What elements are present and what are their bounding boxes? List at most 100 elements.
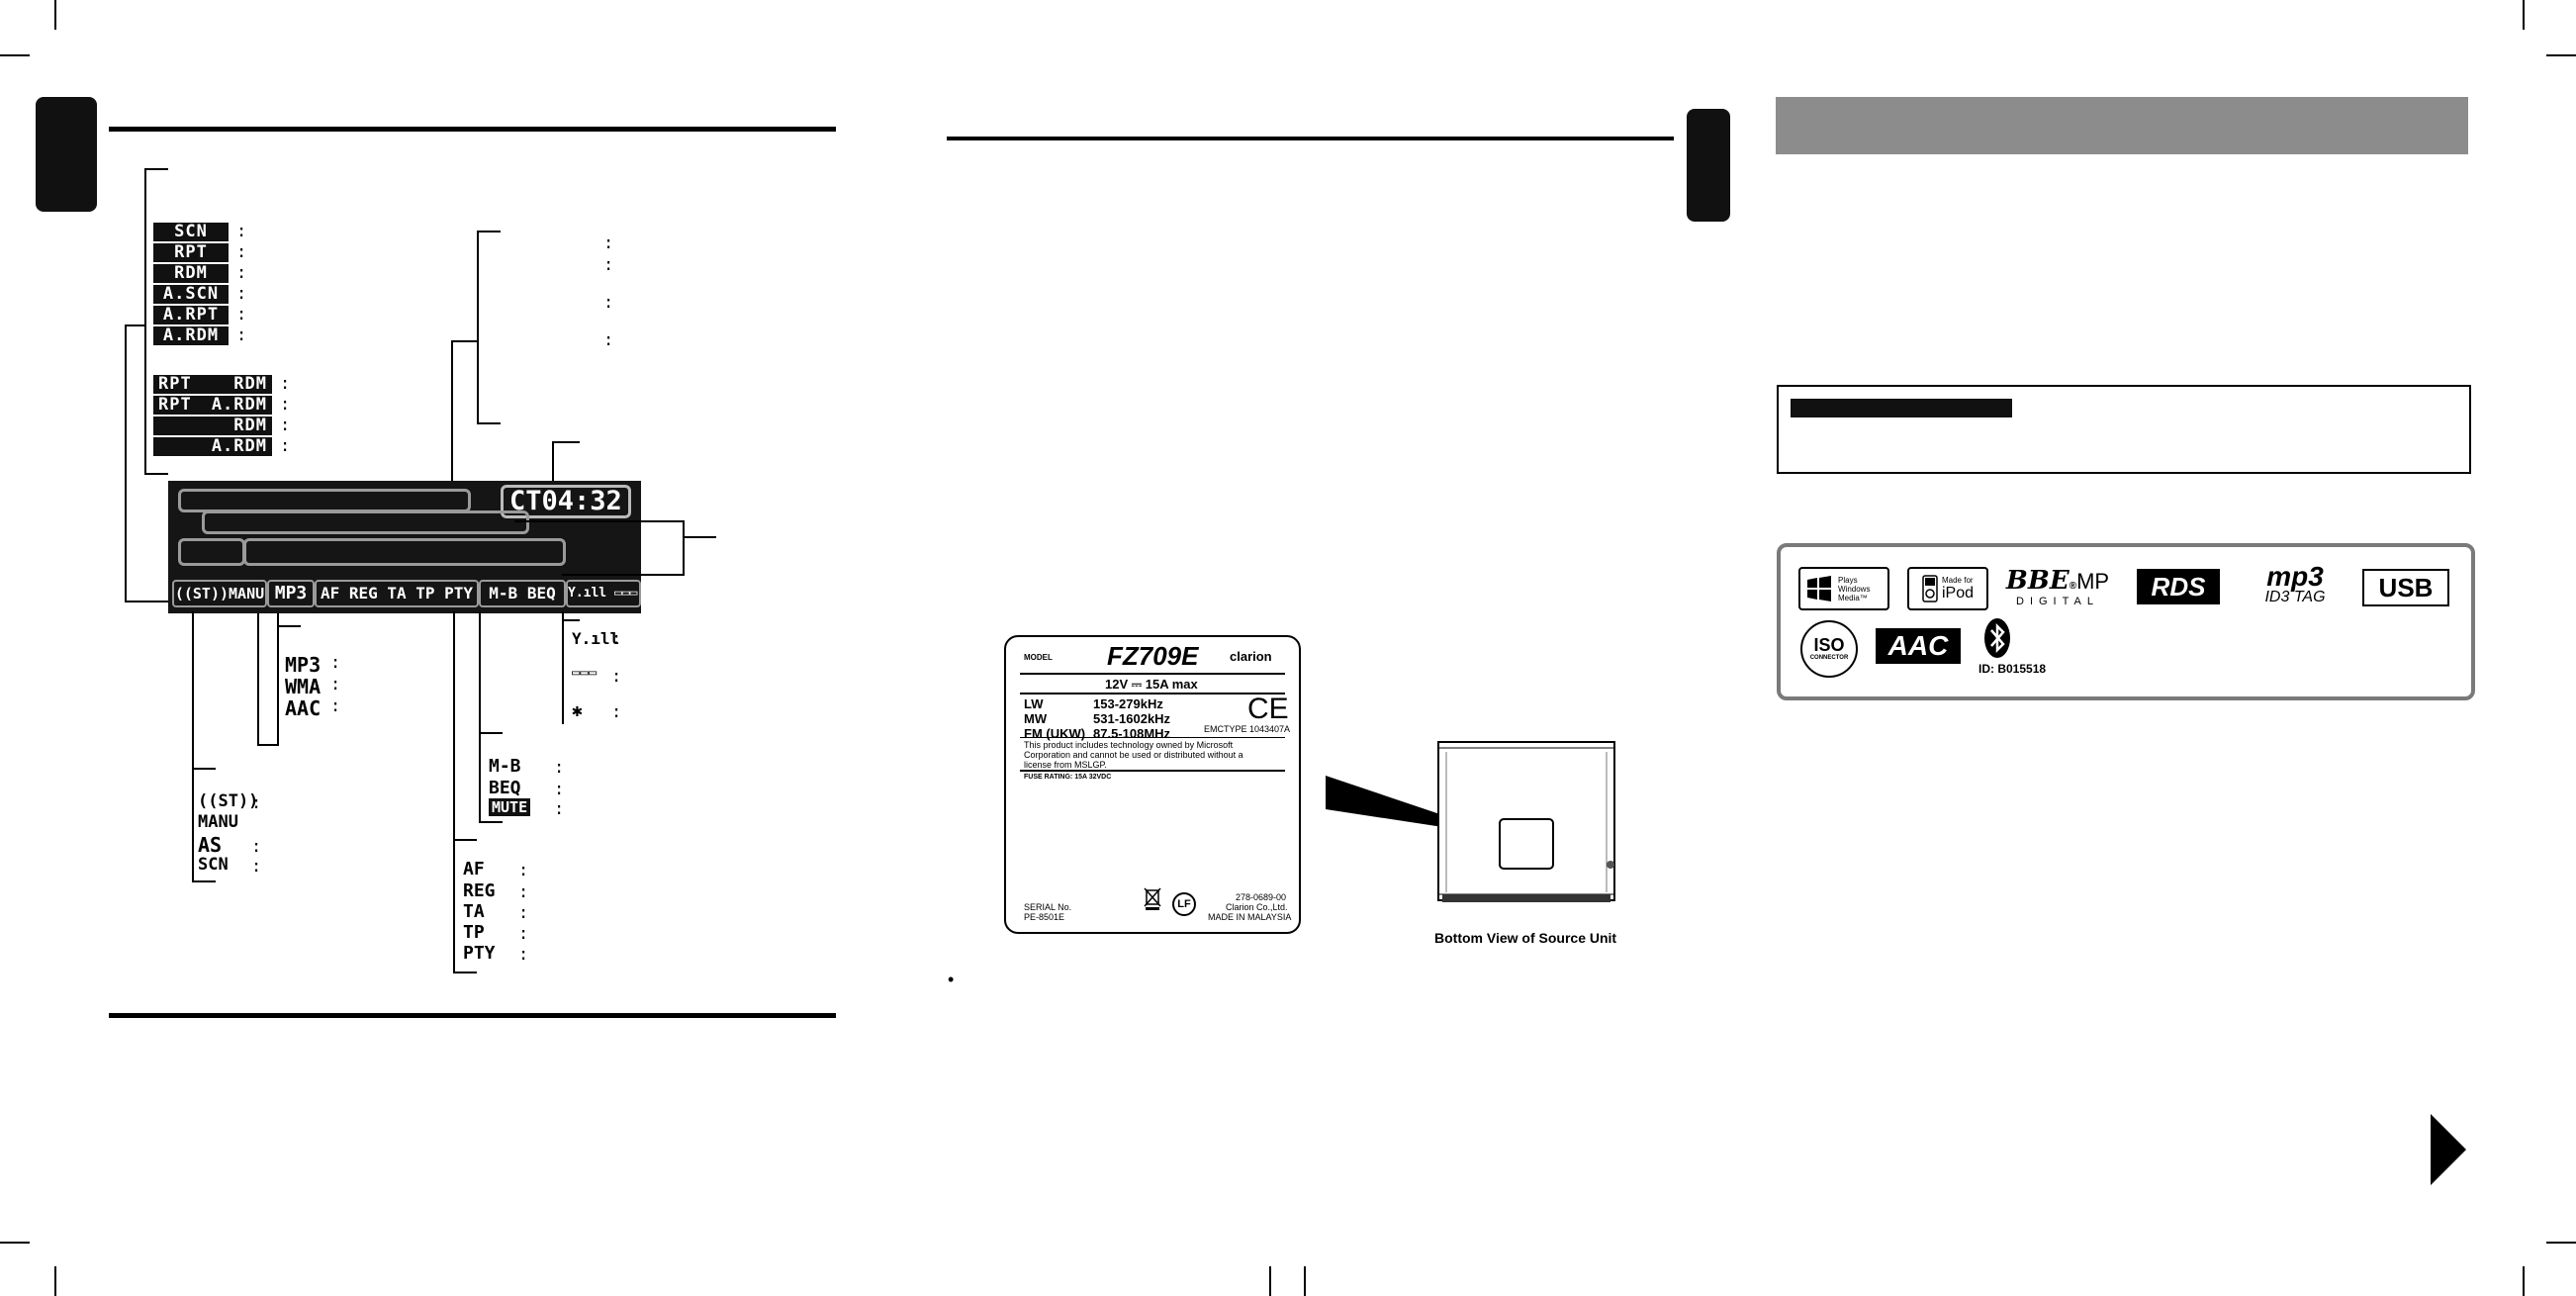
leader-line [552, 441, 580, 443]
label-microsoft-note: This product includes technology owned b… [1024, 740, 1243, 770]
ipod-logo: Made for iPod [1907, 567, 1988, 610]
bluetooth-icon: ✱ [572, 700, 583, 721]
leader-line [683, 536, 716, 538]
leader-line [257, 744, 279, 746]
usb-logo: USB [2362, 569, 2449, 606]
top-rule [109, 127, 836, 132]
status-segment: Y.ıll ▭▭▭ ✱ [566, 580, 653, 607]
windows-media-logo: Plays Windows Media™ [1798, 567, 1889, 610]
bluetooth-id: ID: B015518 [1978, 662, 2047, 676]
crop-mark [54, 1266, 56, 1296]
next-page-arrow [2431, 1114, 2466, 1185]
tuner-st: ((ST)) [198, 791, 259, 811]
leader-line [562, 611, 564, 724]
info-segment [202, 510, 529, 534]
rds-bracket [453, 839, 477, 973]
format-aac: AAC [285, 696, 322, 720]
leader-line [125, 324, 127, 602]
rds-logo: RDS [2137, 569, 2220, 604]
rds-pty: PTY [463, 943, 496, 964]
crop-mark [2523, 0, 2525, 30]
label-part-no: 278-0689-00 [1236, 892, 1287, 902]
crop-mark [2546, 1242, 2576, 1244]
label-serial-code: PE-8501E [1024, 912, 1065, 922]
crop-mark [0, 1242, 30, 1244]
indicator-a-rpt: A.RPT [153, 305, 229, 324]
sound-mute: MUTE [489, 798, 531, 816]
language-tab [36, 97, 97, 212]
leader-line [451, 340, 479, 342]
sound-mb: M-B [489, 756, 521, 777]
label-origin: MADE IN MALAYSIA [1208, 912, 1292, 922]
bullet: • [948, 970, 955, 989]
tuner-scn: SCN [198, 855, 229, 875]
crop-mark [1304, 1266, 1306, 1296]
label-model: FZ709E [1107, 641, 1199, 671]
language-tab [1687, 109, 1730, 222]
leader-line [552, 441, 554, 485]
format-mp3: MP3 [285, 653, 322, 677]
bbe-mp-logo: BBE®MP DIGITAL [2005, 566, 2110, 607]
sound-beq: BEQ [489, 778, 521, 798]
rds-af: AF [463, 859, 485, 879]
rds-ta: TA [463, 901, 485, 922]
leader-line [125, 324, 146, 326]
format-wma: WMA [285, 675, 322, 698]
indicator-a-rdm: A.RDM [153, 325, 229, 345]
small-segment [178, 538, 245, 566]
crop-mark [2523, 1266, 2525, 1296]
label-serial: SERIAL No. [1024, 902, 1072, 912]
leader-line [562, 574, 683, 576]
lf-mark: LF [1172, 892, 1196, 916]
format-bracket [277, 625, 301, 651]
leader-line [257, 613, 259, 746]
aac-logo: AAC [1876, 628, 1961, 664]
unit-bottom-view [1437, 741, 1615, 902]
unit-caption: Bottom View of Source Unit [1434, 930, 1617, 946]
bluetooth-logo [1982, 616, 2012, 660]
label-emc: EMCTYPE 1043407A [1204, 724, 1291, 734]
leader-line [479, 611, 481, 819]
label-model-caption: MODEL [1024, 653, 1053, 662]
clock-display: CT04:32 [501, 485, 631, 518]
compatibility-logos: Plays Windows Media™ Made for iPod BBE®M… [1777, 543, 2475, 700]
title-bracket [477, 231, 501, 424]
combo-indicator: RDM [153, 416, 272, 435]
leader-line [514, 520, 683, 522]
tuner-as: AS [198, 833, 223, 857]
status-bracket [562, 619, 580, 621]
combo-indicator: A.RDM [153, 436, 272, 456]
top-rule [947, 137, 1674, 140]
label-fuse: FUSE RATING: 15A 32VDC [1024, 774, 1112, 781]
leader-line [277, 613, 279, 744]
ce-mark: CE [1247, 693, 1289, 725]
note-box [1777, 385, 2471, 474]
leader-line [125, 601, 174, 602]
mp3-id3-logo: mp3 ID3 TAG [2264, 561, 2326, 605]
mb-beq-segment: M-B BEQ [479, 580, 566, 607]
sound-bracket [479, 732, 503, 823]
label-maker: Clarion Co.,Ltd. [1226, 902, 1288, 912]
tuner-bracket [192, 768, 216, 882]
indicator-scn: SCN [153, 222, 229, 241]
rds-tp: TP [463, 922, 485, 943]
rds-reg: REG [463, 880, 496, 901]
crop-mark [1269, 1266, 1271, 1296]
note-title-bar [1791, 399, 2012, 417]
text-segment [243, 538, 566, 566]
indicator-rdm: RDM [153, 263, 229, 283]
mp3-segment: MP3 [267, 580, 315, 607]
crop-mark [0, 54, 30, 56]
lcd-display: CT04:32 ((ST))MANU MP3 AF REG TA TP PTY … [168, 481, 653, 613]
leader-line [683, 520, 685, 576]
tuner-manu: MANU [198, 812, 238, 832]
battery-icon: ▭▭▭ [572, 665, 598, 681]
leader-line [453, 611, 455, 970]
st-manu-segment: ((ST))MANU [172, 580, 267, 607]
bottom-rule [109, 1013, 836, 1018]
label-power: 12V ⎓ 15A max [1105, 677, 1198, 692]
